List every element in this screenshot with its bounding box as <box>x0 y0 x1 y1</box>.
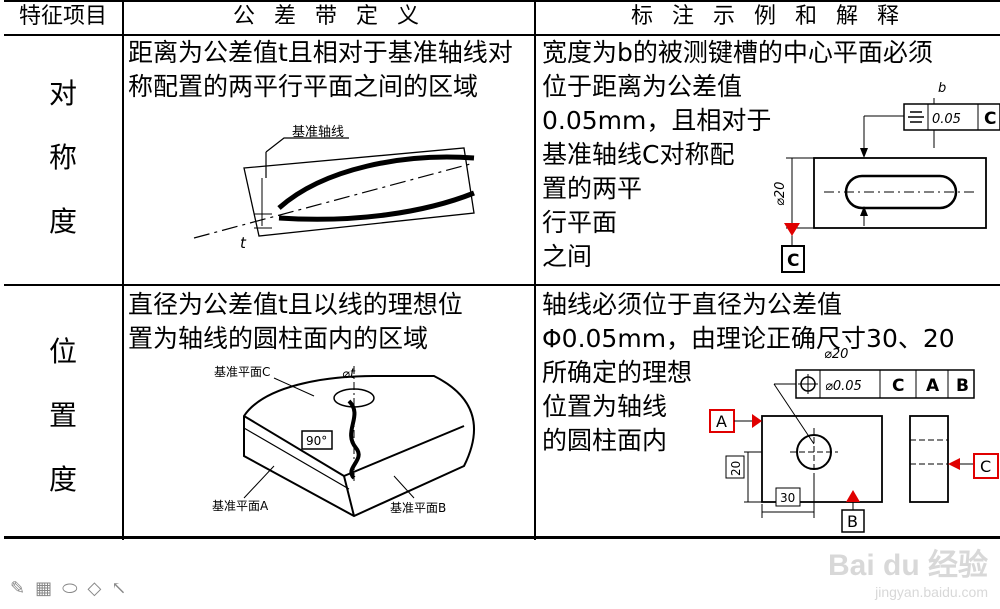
keyway-callout-drawing: b 0.05 C ⌀20 C <box>773 81 1000 273</box>
row2-char: 位 <box>48 335 77 368</box>
svg-text:C: C <box>980 457 991 476</box>
plane-c-label: 基准平面C <box>214 365 270 379</box>
explanation-line: 所确定的理想 <box>542 358 693 387</box>
row1-definition: 距离为公差值t且相对于基准轴线对称配置的两平行平面之间的区域 <box>128 38 513 101</box>
svg-text:B: B <box>956 376 969 396</box>
explanation-line: 0.05mm，且相对于 <box>542 106 772 135</box>
angle-label: 90° <box>306 434 327 448</box>
svg-text:C: C <box>892 376 904 396</box>
explanation-line: 宽度为b的被测键槽的中心平面必须 <box>542 38 933 67</box>
position-control-frame <box>795 369 975 399</box>
datum-box-b <box>841 509 865 533</box>
dim-diameter: ⌀20 <box>773 182 788 206</box>
row2-char: 置 <box>48 399 77 432</box>
tolerance-table: 特征项目 公 差 带 定 义 标 注 示 例 和 解 释 对 称 度 距离为公差… <box>4 0 1000 540</box>
explanation-line: 位于距离为公差值 <box>542 72 743 101</box>
explanation-line: 之间 <box>542 242 593 271</box>
position-zone-diagram: 基准平面C ⌀t 90° 基准平面A 基准平面B <box>212 365 475 518</box>
row2-definition: 直径为公差值t且以线的理想位 置为轴线的圆柱面内的区域 <box>128 288 528 356</box>
explanation-line: 置的两平 <box>542 174 643 203</box>
dim-b: b <box>938 81 946 96</box>
explanation-line: 的圆柱面内 <box>542 426 668 455</box>
row-divider <box>4 284 1000 286</box>
svg-text:C: C <box>787 251 799 271</box>
watermark-brand: Bai du 经验 <box>827 549 988 582</box>
col-divider-2 <box>534 0 536 540</box>
row2-char: 度 <box>48 463 77 496</box>
position-callout-drawing: ⌀20 ⌀0.05 C A B A 20 30 B <box>709 347 999 533</box>
definition-line: 置为轴线的圆柱面内的区域 <box>128 324 429 353</box>
header-example: 标 注 示 例 和 解 释 <box>631 4 905 29</box>
explanation-line: 位置为轴线 <box>542 392 668 421</box>
definition-line: 直径为公差值t且以线的理想位 <box>128 290 463 319</box>
svg-text:A: A <box>716 412 727 431</box>
marker-icon[interactable]: ◇ <box>87 578 102 599</box>
header-feature: 特征项目 <box>18 4 107 29</box>
watermark-url: jingyan.baidu.com <box>875 584 988 600</box>
row2-explanation: 轴线必须位于直径为公差值 Φ0.05mm，由理论正确尺寸30、20 所确定的理想… <box>542 288 1000 458</box>
dim-phi20: ⌀20 <box>824 347 848 362</box>
explanation-line: 行平面 <box>542 208 618 237</box>
plane-b-label: 基准平面B <box>390 501 446 515</box>
datum-box-c2 <box>973 453 999 479</box>
pointer-icon[interactable]: ↖ <box>111 578 127 599</box>
explanation-line: 轴线必须位于直径为公差值 <box>542 290 843 319</box>
phi-t-label: ⌀t <box>342 367 356 382</box>
row1-explanation: 宽度为b的被测键槽的中心平面必须 位于距离为公差值 0.05mm，且相对于 基准… <box>542 36 933 274</box>
row1-char: 对 <box>48 77 77 110</box>
pencil-icon[interactable]: ✎ <box>10 578 26 599</box>
header-definition: 公 差 带 定 义 <box>233 4 425 29</box>
grid-icon[interactable]: ▦ <box>35 578 53 599</box>
row1-label: 对 称 度 <box>4 62 122 254</box>
datum-box-c <box>781 245 805 273</box>
symmetry-zone-diagram: 基准轴线 t <box>193 125 475 252</box>
annotation-toolbar: ✎ ▦ ⬭ ◇ ↖ <box>10 578 126 599</box>
datum-letter: C <box>984 109 996 129</box>
svg-text:B: B <box>847 512 858 531</box>
eraser-icon[interactable]: ⬭ <box>62 578 78 599</box>
plane-a-label: 基准平面A <box>212 499 269 513</box>
svg-text:A: A <box>926 376 940 396</box>
datum-axis-label: 基准轴线 <box>292 125 344 140</box>
col-divider-1 <box>122 0 124 540</box>
row1-char: 度 <box>48 205 77 238</box>
table-border-top <box>4 0 1000 2</box>
table-border-bottom <box>4 536 1000 539</box>
dim-20: 20 <box>729 461 743 476</box>
row2-label: 位 置 度 <box>4 320 122 512</box>
dim-30: 30 <box>780 491 795 505</box>
header-divider <box>4 34 1000 36</box>
position-tolerance: ⌀0.05 <box>825 379 862 394</box>
explanation-line: 基准轴线C对称配 <box>542 140 735 169</box>
row1-char: 称 <box>48 141 77 174</box>
explanation-line: Φ0.05mm，由理论正确尺寸30、20 <box>542 324 955 353</box>
tolerance-value: 0.05 <box>932 112 961 127</box>
baidu-watermark: Bai du 经验 jingyan.baidu.com <box>828 540 988 600</box>
svg-text:t: t <box>240 234 247 252</box>
